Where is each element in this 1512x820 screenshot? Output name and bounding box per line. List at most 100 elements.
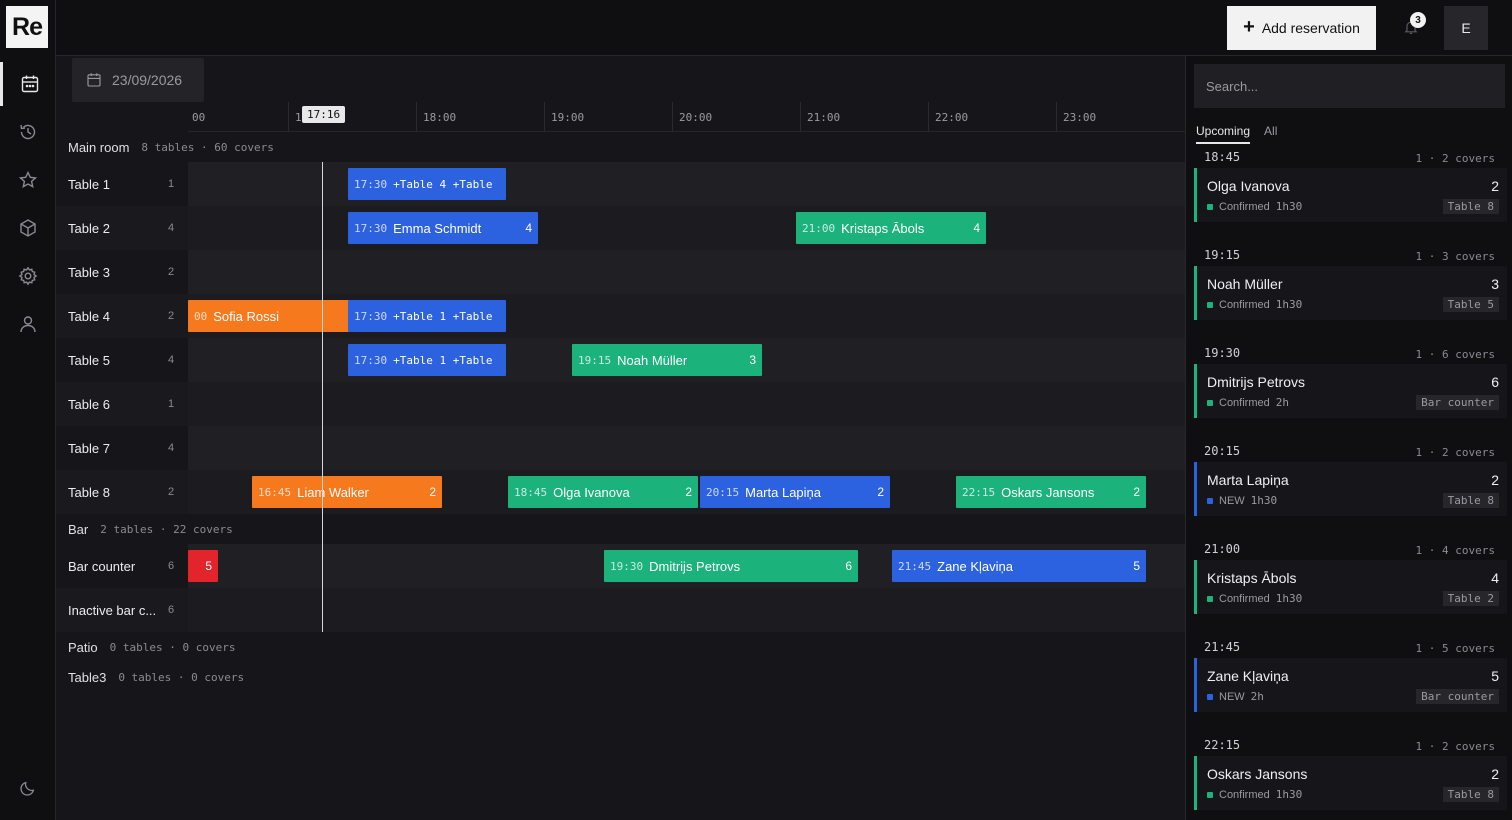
section-name: Bar (68, 521, 89, 537)
row-timeline[interactable] (188, 250, 1185, 294)
tab-all[interactable]: All (1264, 124, 1278, 138)
selected-date: 23/09/2026 (112, 72, 183, 88)
table-name[interactable]: Table 1 (68, 176, 110, 192)
app-logo[interactable]: Re (6, 6, 48, 48)
reservation-block[interactable]: 5 (188, 550, 218, 582)
reservation-label: Kristaps Ābols (841, 220, 925, 236)
slot-covers: 1 · 2 covers (1415, 446, 1495, 459)
settings-nav-button[interactable] (0, 254, 56, 298)
reservation-time: 17:30 (354, 353, 388, 367)
reservation-time: 21:00 (802, 221, 836, 235)
table-badge: Table 8 (1442, 787, 1499, 802)
date-picker[interactable]: 23/09/2026 (72, 58, 204, 102)
hour-label: 19:00 (544, 102, 584, 132)
favorites-nav-button[interactable] (0, 158, 56, 202)
status-dot (1207, 693, 1213, 700)
reservation-block[interactable]: 17:30 +Table 4 +Table (348, 168, 506, 200)
box-icon (20, 219, 36, 237)
reservation-time: 17:30 (354, 177, 388, 191)
add-reservation-button[interactable]: + Add reservation (1227, 6, 1376, 50)
table-row: Inactive bar c...6 (56, 588, 1185, 632)
table-name[interactable]: Bar counter (68, 558, 136, 574)
reservation-label: Liam Walker (297, 484, 369, 500)
row-timeline[interactable]: 17:30 +Table 4 +Table (188, 162, 1185, 206)
guest-name: Noah Müller (1207, 276, 1283, 292)
status-dot (1207, 301, 1213, 308)
duration: 1h30 (1250, 494, 1278, 507)
table-name[interactable]: Table 3 (68, 264, 110, 280)
status-edge (1194, 462, 1197, 516)
table-name[interactable]: Inactive bar c... (68, 602, 157, 618)
status-dot (1207, 497, 1213, 504)
guest-name: Zane Kļaviņa (1207, 668, 1289, 684)
inventory-nav-button[interactable] (0, 206, 56, 250)
row-timeline[interactable] (188, 426, 1185, 470)
user-avatar[interactable]: E (1444, 6, 1488, 50)
table-name[interactable]: Table 5 (68, 352, 110, 368)
table-name[interactable]: Table 7 (68, 440, 110, 456)
table-capacity: 1 (168, 178, 175, 190)
row-timeline[interactable] (188, 382, 1185, 426)
reservation-time: 21:45 (898, 559, 932, 573)
reservation-label: +Table 4 +Table (393, 177, 493, 191)
reservation-block[interactable]: 17:30 +Table 1 +Table (348, 344, 506, 376)
slot-time: 18:45 (1204, 150, 1241, 164)
history-nav-button[interactable] (0, 110, 56, 154)
reservation-block[interactable]: 17:30+Table 1 +Table (348, 300, 506, 332)
table-name[interactable]: Table 6 (68, 396, 110, 412)
status-label: Confirmed (1219, 298, 1270, 311)
calendar-nav-button[interactable] (0, 62, 56, 106)
theme-toggle-button[interactable] (0, 766, 56, 810)
status-label: Confirmed (1219, 788, 1270, 801)
table-name[interactable]: Table 4 (68, 308, 110, 324)
table-name[interactable]: Table 8 (68, 484, 110, 500)
row-timeline[interactable] (188, 588, 1185, 632)
reservation-guests: 4 (973, 221, 980, 235)
guest-name: Marta Lapiņa (1207, 472, 1289, 488)
status-label: Confirmed (1219, 592, 1270, 605)
guest-name: Oskars Jansons (1207, 766, 1308, 782)
section-meta: 8 tables · 60 covers (141, 140, 274, 154)
table-name[interactable]: Table 2 (68, 220, 110, 236)
hour-label: 00 (192, 111, 206, 124)
reservation-label: +Table 1 +Table (393, 353, 493, 367)
reservation-block[interactable]: 21:00 Kristaps Ābols 4 (796, 212, 986, 244)
profile-nav-button[interactable] (0, 302, 56, 346)
hour-label: 20:00 (672, 102, 712, 132)
table-badge: Table 2 (1442, 591, 1499, 606)
reservation-time: 00 (194, 309, 208, 323)
status-edge (1194, 364, 1197, 418)
search-input[interactable] (1194, 64, 1505, 108)
tab-upcoming[interactable]: Upcoming (1196, 124, 1251, 144)
